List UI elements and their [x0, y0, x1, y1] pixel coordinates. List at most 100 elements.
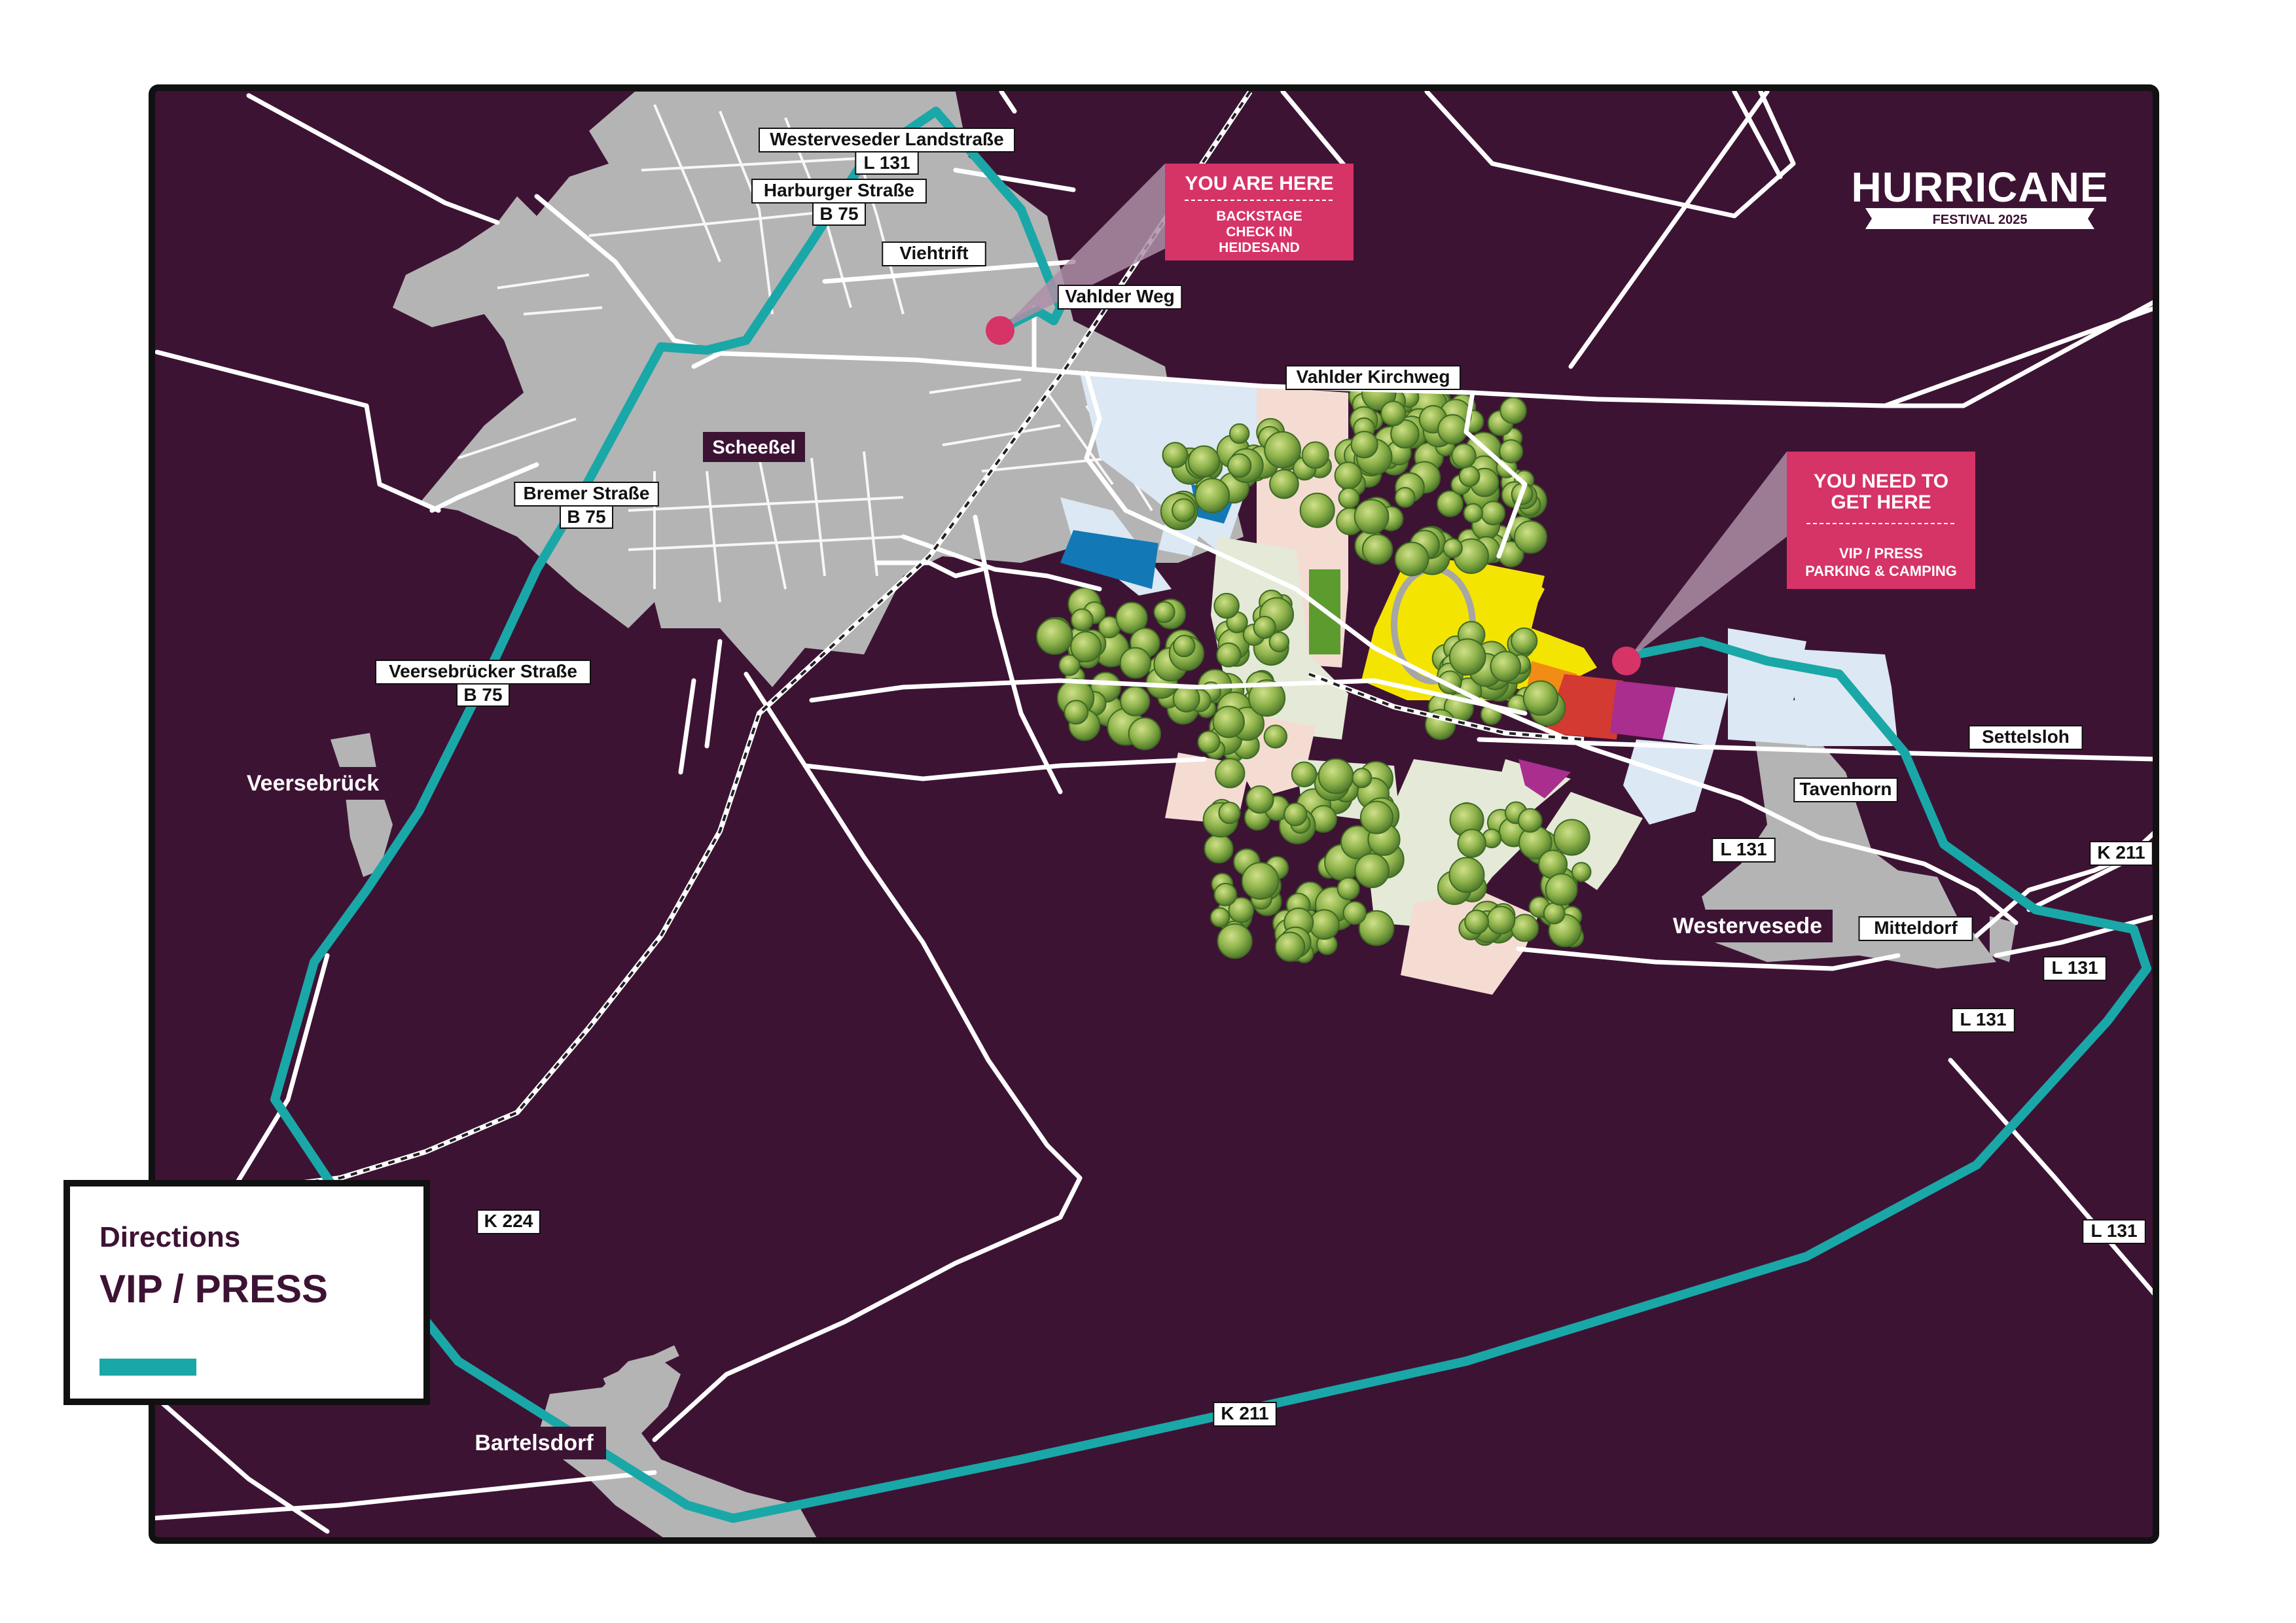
place-bartelsdorf-text: Bartelsdorf: [475, 1431, 594, 1455]
tree: [1301, 441, 1329, 469]
road-label-westerveseder-number: L 131: [863, 152, 910, 173]
destination-marker: [1612, 452, 1787, 675]
tree: [1246, 785, 1274, 814]
tree: [1458, 465, 1480, 488]
destination-callout: YOU NEED TO GET HERE VIP / PRESS PARKING…: [1787, 452, 1975, 589]
railway-line: [287, 90, 1585, 1187]
road-label-l131-a-text: L 131: [1720, 839, 1767, 859]
tree: [1115, 601, 1148, 634]
road-label-k211-a: K 211: [2089, 841, 2153, 866]
tree: [1318, 758, 1354, 794]
road-label-settelsloh-text: Settelsloh: [1982, 726, 2070, 747]
tree: [1173, 634, 1196, 658]
tree: [1229, 423, 1250, 444]
tree: [1215, 758, 1246, 789]
tree: [1545, 873, 1578, 906]
road-label-westerveseder-text: Westerveseder Landstraße: [770, 129, 1003, 149]
tree: [1269, 469, 1299, 499]
tree: [1457, 829, 1486, 858]
tree: [1212, 705, 1245, 738]
brand-name: HURRICANE: [1852, 164, 2109, 211]
place-bartelsdorf: Bartelsdorf: [462, 1427, 606, 1459]
road-label-l131-c-text: L 131: [1960, 1009, 2006, 1029]
tree: [1283, 802, 1308, 827]
road-label-l131-b: L 131: [2043, 956, 2107, 981]
hurricane-logo: HURRICANE FESTIVAL 2025: [1852, 164, 2109, 229]
road-label-settelsloh: Settelsloh: [1968, 725, 2083, 750]
place-veersebrueck-text: Veersebrück: [247, 771, 379, 796]
tree: [1350, 431, 1378, 459]
tree: [1291, 761, 1318, 788]
tree: [1064, 700, 1089, 725]
tree: [1216, 642, 1242, 668]
road-label-k224: K 224: [476, 1209, 541, 1234]
road-label-veersebruecker-text: Veersebrücker Straße: [389, 661, 577, 681]
road-label-vahlder-kirchweg-text: Vahlder Kirchweg: [1297, 366, 1450, 387]
tree: [1336, 877, 1360, 901]
tree: [1253, 616, 1276, 639]
tree: [1354, 853, 1390, 889]
tree: [1036, 618, 1073, 655]
tree: [1358, 910, 1395, 946]
tree: [1058, 654, 1081, 677]
place-westervesede-text: Westervesede: [1673, 914, 1822, 938]
legend-title: Directions: [99, 1221, 240, 1253]
tree: [1119, 647, 1152, 679]
tree: [1448, 857, 1485, 893]
road-label-veersebruecker: Veersebrücker Straße B 75: [375, 660, 591, 707]
road-label-l131-d-text: L 131: [2090, 1221, 2137, 1241]
town-bartelsdorf-area: [537, 1345, 818, 1541]
tree: [1227, 453, 1252, 478]
tree: [1218, 802, 1241, 825]
tree: [1463, 503, 1484, 524]
place-veersebrueck: Veersebrück: [237, 767, 389, 800]
tree: [1153, 601, 1175, 623]
road-label-vahlder-weg: Vahlder Weg: [1057, 285, 1183, 310]
road-label-bremer-text: Bremer Straße: [524, 483, 650, 503]
road-label-l131-b-text: L 131: [2051, 957, 2098, 978]
tree: [1275, 931, 1306, 962]
tree: [1309, 909, 1340, 940]
tree: [1464, 909, 1490, 935]
tree: [1518, 808, 1543, 833]
map-frame: [149, 84, 2159, 1544]
tree: [1354, 499, 1390, 535]
road-label-harburger-text: Harburger Straße: [764, 180, 914, 200]
destination-line2: PARKING & CAMPING: [1805, 563, 1957, 579]
tree: [1187, 445, 1221, 478]
tree: [1499, 397, 1527, 424]
brand-edition: FESTIVAL 2025: [1933, 213, 2028, 227]
road-label-bremer-number: B 75: [567, 507, 605, 527]
road-label-veersebruecker-number: B 75: [463, 685, 502, 705]
tree: [1571, 862, 1592, 882]
tree: [1194, 478, 1230, 514]
road-label-k224-text: K 224: [484, 1211, 533, 1231]
road-label-westerveseder: Westerveseder Landstraße L 131: [759, 128, 1015, 175]
tree: [1172, 685, 1200, 713]
tree: [1543, 902, 1566, 925]
road-label-tavenhorn-text: Tavenhorn: [1799, 779, 1892, 799]
you-are-here-callout: YOU ARE HERE BACKSTAGE CHECK IN HEIDESAN…: [1165, 164, 1354, 260]
tree: [1299, 492, 1335, 528]
road-label-bremer: Bremer Straße B 75: [514, 482, 659, 529]
tree: [1217, 923, 1253, 959]
tree: [1486, 906, 1516, 935]
place-scheessel: Scheeßel: [703, 432, 805, 462]
destination-title-2: GET HERE: [1831, 491, 1931, 513]
tree: [1451, 443, 1477, 469]
road-label-k211-b-text: K 211: [1221, 1403, 1268, 1423]
place-westervesede: Westervesede: [1662, 910, 1833, 942]
tree: [1213, 592, 1240, 619]
tree: [1359, 800, 1394, 834]
tree: [1338, 487, 1360, 509]
road-label-l131-c: L 131: [1951, 1008, 2015, 1033]
legend-subtitle: VIP / PRESS: [99, 1267, 328, 1311]
tree: [1436, 490, 1463, 518]
tree: [1268, 632, 1290, 652]
you-are-here-title: YOU ARE HERE: [1185, 173, 1333, 194]
tree: [1120, 686, 1151, 717]
tree-cluster: [1036, 376, 1592, 963]
tree: [1443, 538, 1463, 558]
